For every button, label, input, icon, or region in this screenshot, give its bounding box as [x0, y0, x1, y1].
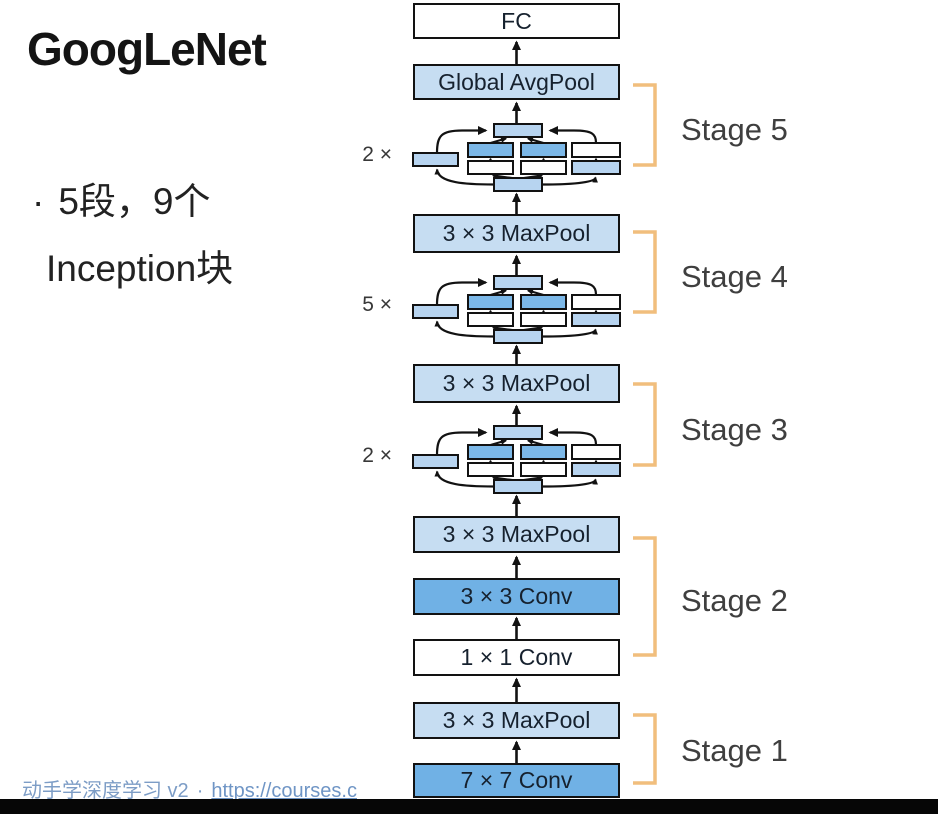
layer-maxpool-4: 3 × 3 MaxPool — [413, 214, 620, 253]
stage-3-bracket — [633, 382, 657, 467]
stage-2-bracket — [633, 536, 657, 657]
inception-block-icon — [413, 276, 620, 343]
bullet-marker: · — [32, 181, 45, 222]
inception-multiplier-top: 2 × — [362, 143, 392, 166]
stage-label-2: Stage 2 — [681, 583, 788, 618]
layer-global-avgpool: Global AvgPool — [413, 64, 620, 100]
footer-course-name: 动手学深度学习 v2 — [22, 780, 189, 802]
footer: 动手学深度学习 v2 · https://courses.c — [22, 774, 357, 803]
inception-block-icon — [413, 426, 620, 493]
layer-conv-7x7: 7 × 7 Conv — [413, 763, 620, 798]
layer-maxpool-1: 3 × 3 MaxPool — [413, 702, 620, 739]
layer-fc: FC — [413, 3, 620, 39]
layer-maxpool-2: 3 × 3 MaxPool — [413, 516, 620, 553]
footer-separator: · — [196, 780, 204, 802]
stage-label-5: Stage 5 — [681, 112, 788, 147]
stage-label-4: Stage 4 — [681, 259, 788, 294]
stage-1-bracket — [633, 713, 657, 785]
layer-conv-1x1: 1 × 1 Conv — [413, 639, 620, 676]
stage-label-3: Stage 3 — [681, 412, 788, 447]
inception-multiplier-middle: 5 × — [362, 293, 392, 316]
bullet-text-1: 5段，9个 — [58, 181, 211, 222]
footer-course-link[interactable]: https://courses.c — [211, 780, 357, 802]
inception-multiplier-bottom: 2 × — [362, 444, 392, 467]
bullet-line-1: · 5段，9个 — [32, 171, 210, 225]
bullet-text-2: Inception块 — [46, 248, 234, 289]
stage-brackets — [633, 83, 657, 785]
slide-title: GoogLeNet — [27, 23, 267, 75]
bottom-black-bar — [0, 799, 938, 814]
layer-maxpool-3: 3 × 3 MaxPool — [413, 364, 620, 403]
stage-5-bracket — [633, 83, 657, 167]
layer-conv-3x3: 3 × 3 Conv — [413, 578, 620, 615]
stage-label-1: Stage 1 — [681, 733, 788, 768]
stage-4-bracket — [633, 230, 657, 314]
inception-block-icon — [413, 124, 620, 191]
